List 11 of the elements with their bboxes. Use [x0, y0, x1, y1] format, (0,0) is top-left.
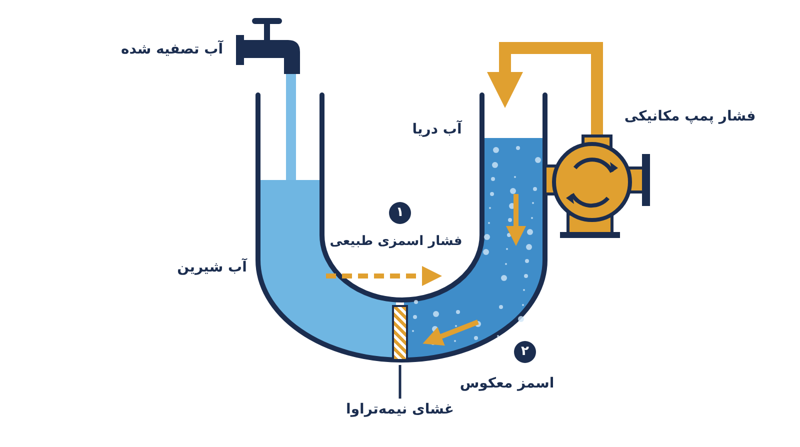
- membrane: [392, 305, 408, 361]
- membrane-label: غشای نیمه‌تراوا: [346, 402, 454, 418]
- leader-line: [398, 365, 402, 399]
- pressure-label: فشار اسمزی طبیعی: [330, 234, 462, 250]
- water-label: آب دریا: [412, 122, 462, 138]
- step-number: ۲: [514, 341, 536, 363]
- pump-label: فشار پمپ مکانیکی: [624, 108, 756, 126]
- step-number: ۱: [389, 202, 411, 224]
- water-label: آب شیرین: [177, 260, 247, 276]
- process-label: اسمز معکوس: [460, 376, 554, 392]
- water-label: آب تصفیه شده: [120, 42, 224, 58]
